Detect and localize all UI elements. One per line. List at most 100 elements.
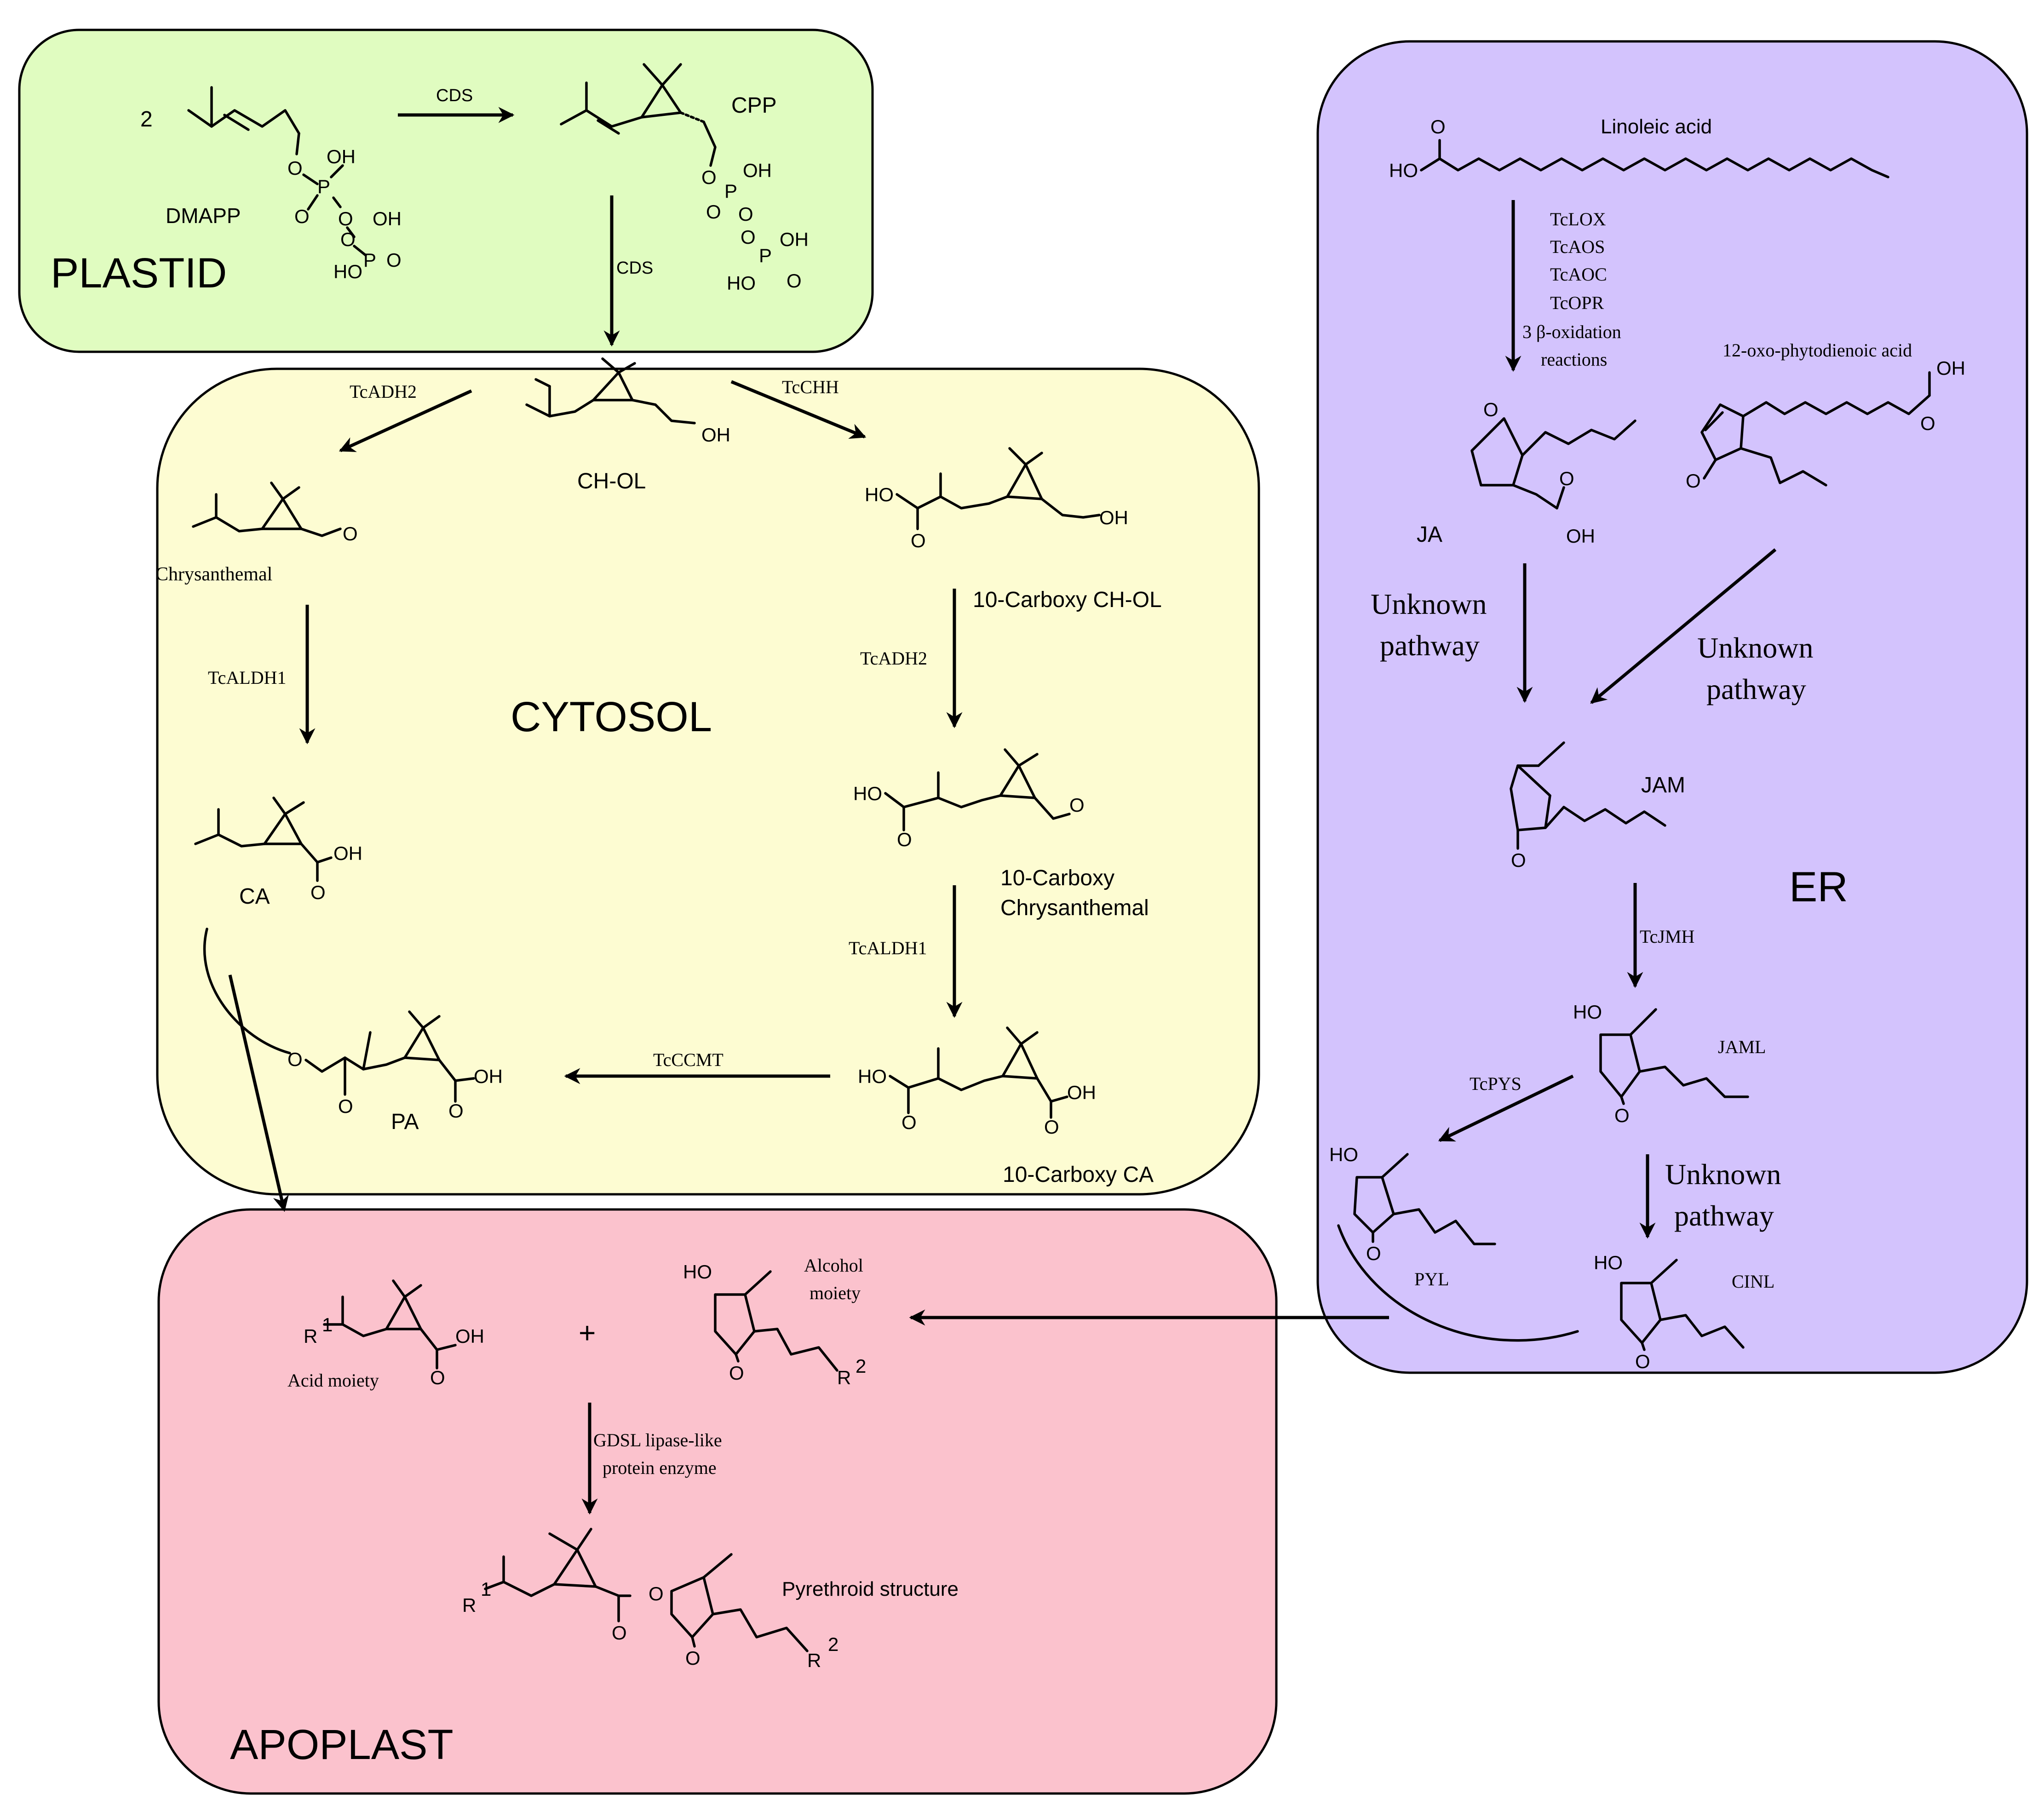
ch-ol-label: CH-OL: [577, 469, 646, 493]
svg-text:R: R: [304, 1325, 317, 1347]
ja-label: JA: [1417, 522, 1442, 547]
svg-text:O: O: [1483, 399, 1499, 420]
svg-text:O: O: [649, 1583, 664, 1604]
cinl-label: CINL: [1732, 1271, 1774, 1292]
svg-text:HO: HO: [1329, 1144, 1358, 1165]
unknown-pathway-1-line1: Unknown: [1371, 588, 1487, 620]
svg-text:P: P: [759, 245, 772, 266]
dmapp-structure: O P OH O O O P OH O HO: [187, 86, 402, 282]
plus-sign: +: [579, 1316, 596, 1349]
tcccmt-label: TcCCMT: [653, 1049, 723, 1070]
dmapp-label: DMAPP: [166, 204, 241, 228]
svg-text:R: R: [807, 1650, 821, 1671]
ja-enzyme-4: TcOPR: [1550, 292, 1604, 313]
ca-pa-export-curve: [203, 928, 291, 1054]
pyrethroid-structure: R 1 O O O R 2: [462, 1528, 838, 1671]
svg-text:O: O: [1920, 413, 1935, 434]
unknown-arrow-2: [1590, 548, 1777, 704]
svg-text:O: O: [287, 157, 303, 179]
svg-text:O: O: [343, 523, 358, 544]
plastid-compartment: [18, 29, 874, 353]
svg-text:O: O: [901, 1112, 917, 1133]
svg-text:O: O: [340, 229, 356, 250]
svg-text:O: O: [287, 1049, 303, 1070]
svg-text:O: O: [1511, 849, 1526, 871]
svg-text:HO: HO: [727, 272, 756, 294]
ja-enzyme-list: TcLOX TcAOS TcAOC TcOPR 3 β-oxidation re…: [1522, 209, 1621, 370]
alcohol-moiety-structure: HO O R 2: [683, 1261, 866, 1388]
svg-text:OH: OH: [743, 160, 772, 181]
svg-text:OH: OH: [455, 1325, 484, 1347]
ch-ol-structure: OH: [525, 357, 730, 446]
svg-text:OH: OH: [474, 1066, 503, 1087]
ca-export-arrow: [228, 974, 289, 1212]
svg-text:O: O: [386, 249, 402, 271]
svg-text:O: O: [1686, 470, 1701, 492]
tcchh-arrow: [730, 380, 867, 439]
ja-enzyme-2: TcAOS: [1550, 236, 1605, 257]
svg-text:HO: HO: [683, 1261, 712, 1283]
svg-text:O: O: [787, 270, 802, 292]
apoplast-label: APOPLAST: [230, 1721, 454, 1768]
svg-text:O: O: [729, 1362, 744, 1384]
svg-text:OH: OH: [1099, 507, 1128, 528]
svg-text:O: O: [338, 1095, 353, 1117]
svg-text:P: P: [317, 176, 330, 197]
unknown-pathway-2-line1: Unknown: [1697, 631, 1813, 664]
opda-label: 12-oxo-phytodienoic acid: [1722, 340, 1912, 361]
er-compartment: [1316, 40, 2028, 1374]
cytosol-label: CYTOSOL: [511, 693, 712, 740]
svg-text:O: O: [738, 203, 753, 225]
svg-text:HO: HO: [858, 1066, 887, 1087]
apoplast-compartment: [157, 1208, 1278, 1795]
acid-moiety-label: Acid moiety: [287, 1370, 379, 1391]
svg-text:O: O: [1559, 468, 1574, 489]
tcaldh1-label-2: TcALDH1: [849, 938, 927, 958]
svg-text:O: O: [701, 166, 717, 188]
dmapp-count: 2: [140, 107, 153, 132]
svg-text:P: P: [363, 249, 376, 271]
svg-text:P: P: [724, 180, 737, 202]
cpp-structure: O P OH O O O P OH O HO: [560, 63, 809, 294]
svg-text:HO: HO: [1573, 1001, 1602, 1023]
cinl-structure: HO O: [1594, 1252, 1745, 1372]
svg-text:OH: OH: [333, 842, 362, 864]
cds-label-2: CDS: [616, 258, 653, 278]
alcohol-export-curve: [1337, 1224, 1579, 1342]
cpp-label: CPP: [731, 93, 777, 118]
cds-label-1: CDS: [436, 86, 473, 105]
opda-structure: O OH O: [1686, 357, 1965, 492]
ja-enzyme-6: reactions: [1541, 349, 1607, 370]
unknown-pathway-2-line2: pathway: [1706, 673, 1806, 705]
svg-text:R: R: [462, 1594, 476, 1616]
chrysanthemal-structure: O: [192, 481, 358, 544]
jam-structure: O: [1510, 741, 1666, 871]
tcaldh1-label-1: TcALDH1: [208, 667, 287, 688]
svg-text:O: O: [897, 829, 912, 850]
alcohol-moiety-label-1: Alcohol: [804, 1255, 863, 1276]
ca-label: CA: [239, 884, 270, 909]
svg-text:O: O: [706, 201, 721, 223]
carboxy-chrysanthemal-label-2: Chrysanthemal: [1000, 896, 1149, 920]
tcadh2-label-1: TcADH2: [350, 381, 417, 402]
chrysanthemal-label: Chrysanthemal: [155, 564, 272, 585]
svg-text:OH: OH: [373, 208, 402, 229]
svg-text:2: 2: [855, 1355, 866, 1377]
unknown-pathway-3-line1: Unknown: [1665, 1158, 1781, 1191]
svg-text:O: O: [1614, 1105, 1630, 1126]
jaml-label: JAML: [1718, 1037, 1766, 1057]
tcpys-label: TcPYS: [1470, 1073, 1522, 1094]
plastid-label: PLASTID: [51, 250, 227, 297]
svg-text:O: O: [1069, 794, 1085, 816]
pyl-structure: HO O: [1329, 1144, 1496, 1264]
svg-text:R: R: [837, 1367, 851, 1388]
carboxy-ch-ol-label: 10-Carboxy CH-OL: [973, 588, 1162, 612]
svg-text:O: O: [1044, 1116, 1059, 1138]
tcadh2-arrow-1: [339, 389, 472, 453]
svg-text:O: O: [310, 882, 326, 903]
svg-text:O: O: [1366, 1243, 1381, 1264]
er-label: ER: [1789, 864, 1848, 911]
svg-text:HO: HO: [1594, 1252, 1623, 1273]
svg-text:O: O: [685, 1647, 700, 1669]
